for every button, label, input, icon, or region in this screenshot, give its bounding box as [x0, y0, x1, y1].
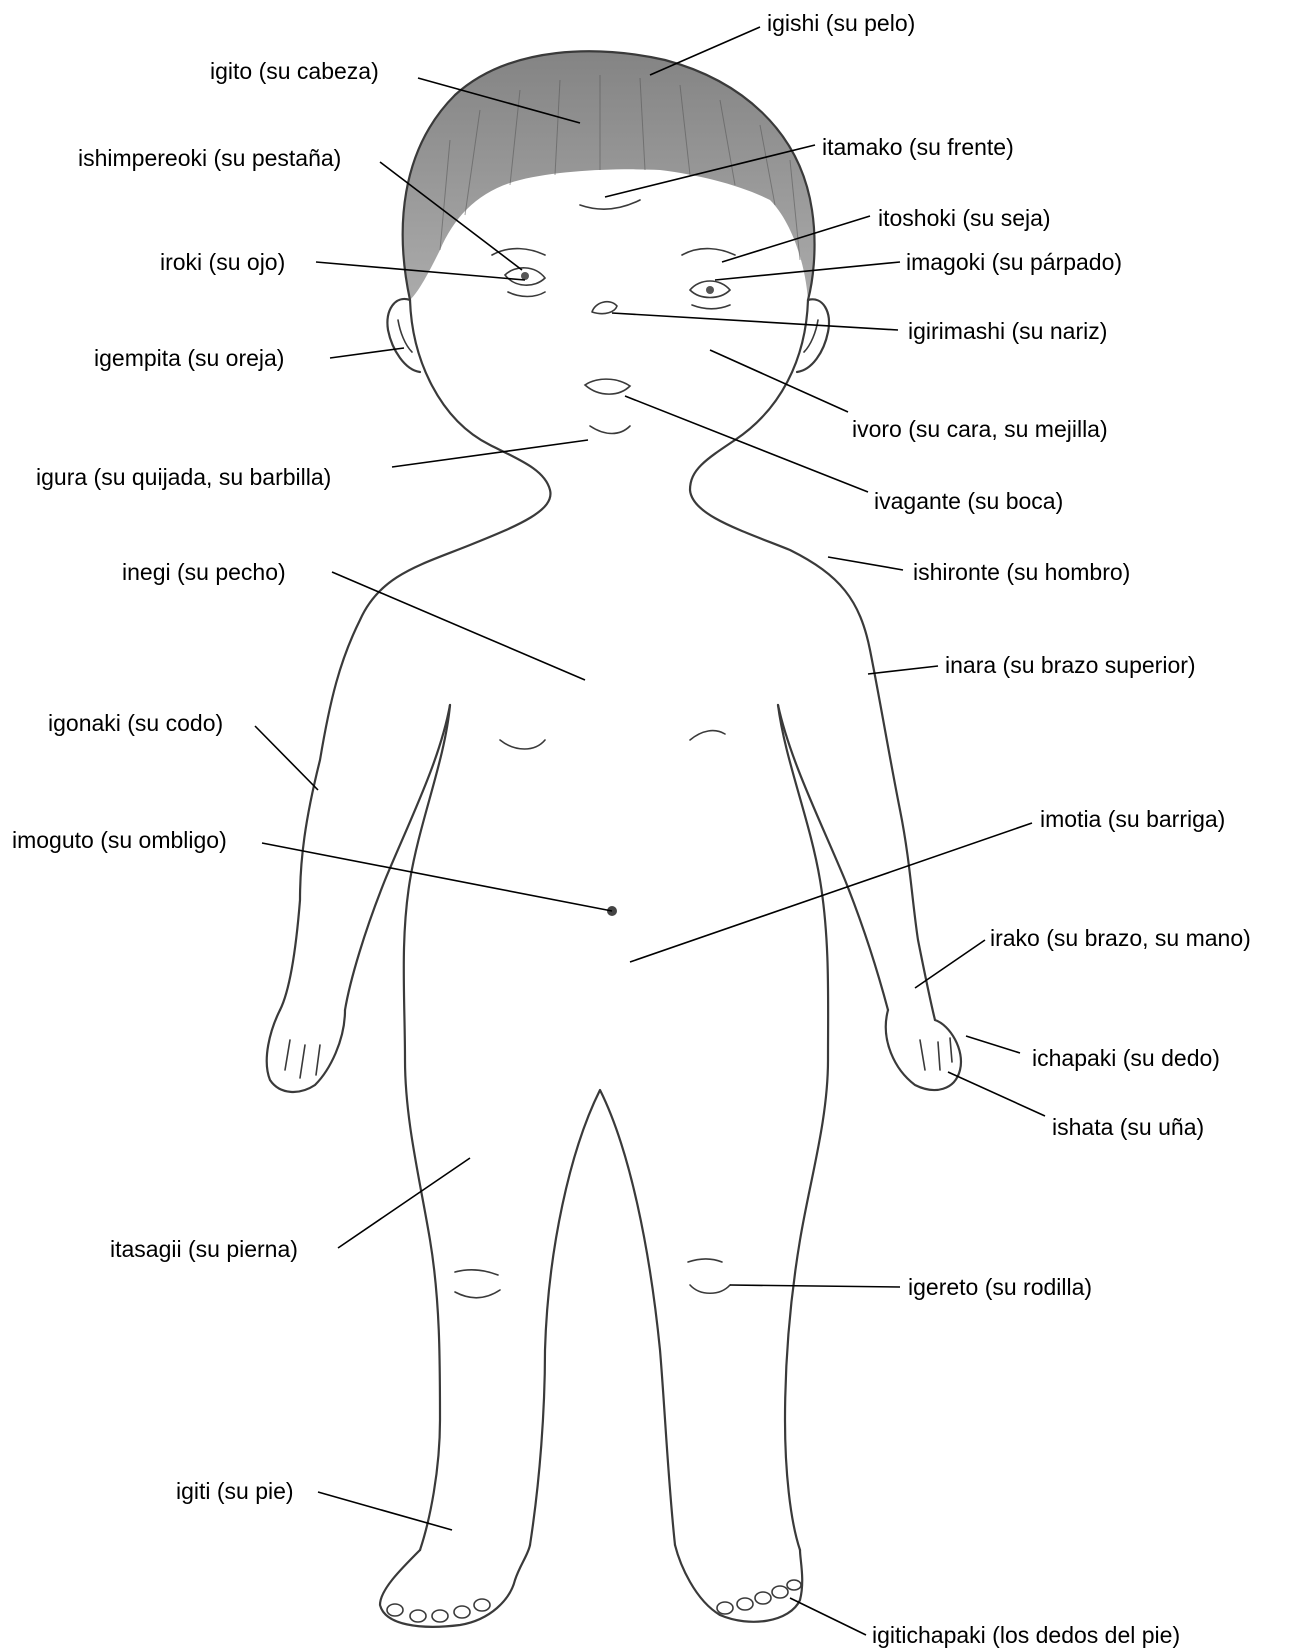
- label-face-cheek: ivoro (su cara, su mejilla): [852, 416, 1108, 442]
- label-leg: itasagii (su pierna): [110, 1236, 298, 1262]
- nose: [592, 302, 617, 314]
- leader-imotia: [630, 823, 1032, 962]
- leader-imoguto: [262, 843, 612, 911]
- chin: [590, 426, 630, 434]
- torso-right: [778, 705, 828, 1550]
- label-forehead: itamako (su frente): [822, 134, 1014, 160]
- right-eyebrow: [682, 249, 735, 255]
- right-arm-inner: [778, 705, 888, 1010]
- label-foot: igiti (su pie): [176, 1478, 294, 1504]
- right-knee: [690, 1285, 730, 1293]
- left-hand: [267, 1010, 345, 1092]
- leader-igereto: [730, 1285, 900, 1287]
- leader-ishironte: [828, 557, 903, 570]
- label-eyelash: ishimpereoki (su pestaña): [78, 145, 341, 171]
- leader-ivagante: [625, 396, 868, 492]
- hair-shading: [403, 51, 815, 300]
- inner-legs: [530, 1090, 675, 1545]
- label-eyebrow: itoshoki (su seja): [878, 205, 1051, 231]
- label-nail: ishata (su uña): [1052, 1114, 1204, 1140]
- label-elbow: igonaki (su codo): [48, 710, 223, 736]
- label-shoulder: ishironte (su hombro): [913, 559, 1130, 585]
- label-ear: igempita (su oreja): [94, 345, 284, 371]
- label-eyelid: imagoki (su párpado): [906, 249, 1122, 275]
- leader-irako: [915, 940, 985, 988]
- left-nipple: [500, 740, 545, 749]
- label-jaw-chin: igura (su quijada, su barbilla): [36, 464, 331, 490]
- left-eye: [505, 268, 545, 297]
- face-outline: [280, 300, 550, 1010]
- right-foot: [675, 1545, 802, 1622]
- label-toes: igitichapaki (los dedos del pie): [872, 1622, 1180, 1648]
- label-arm-hand: irako (su brazo, su mano): [990, 925, 1251, 951]
- label-mouth: ivagante (su boca): [874, 488, 1063, 514]
- leader-igishi: [650, 27, 760, 75]
- label-upper-arm: inara (su brazo superior): [945, 652, 1196, 678]
- label-nose: igirimashi (su nariz): [908, 318, 1107, 344]
- leader-ishata: [948, 1072, 1045, 1116]
- label-finger: ichapaki (su dedo): [1032, 1045, 1220, 1071]
- mouth: [585, 379, 630, 394]
- leader-inara: [868, 666, 938, 674]
- leader-igempita: [330, 348, 404, 358]
- label-navel: imoguto (su ombligo): [12, 827, 227, 853]
- label-belly: imotia (su barriga): [1040, 806, 1225, 832]
- right-ear: [797, 299, 829, 372]
- label-head: igito (su cabeza): [210, 58, 379, 84]
- label-knee: igereto (su rodilla): [908, 1274, 1092, 1300]
- leader-inegi: [332, 572, 585, 680]
- face-outline-right: [690, 300, 935, 1020]
- label-eye: iroki (su ojo): [160, 249, 285, 275]
- leader-ivoro: [710, 350, 848, 412]
- leader-igitichapaki: [790, 1598, 866, 1635]
- right-hand: [886, 1010, 961, 1090]
- leader-itasagii: [338, 1158, 470, 1248]
- right-nipple: [690, 731, 725, 740]
- torso-left: [404, 705, 450, 1550]
- right-eye: [690, 281, 730, 309]
- label-hair: igishi (su pelo): [767, 10, 915, 36]
- left-arm-inner: [345, 705, 450, 1010]
- leader-igonaki: [255, 726, 318, 790]
- left-foot: [380, 1545, 530, 1627]
- label-chest: inegi (su pecho): [122, 559, 286, 585]
- left-knee: [455, 1290, 500, 1298]
- leader-ichapaki: [966, 1036, 1020, 1053]
- leader-igirimashi: [612, 313, 898, 330]
